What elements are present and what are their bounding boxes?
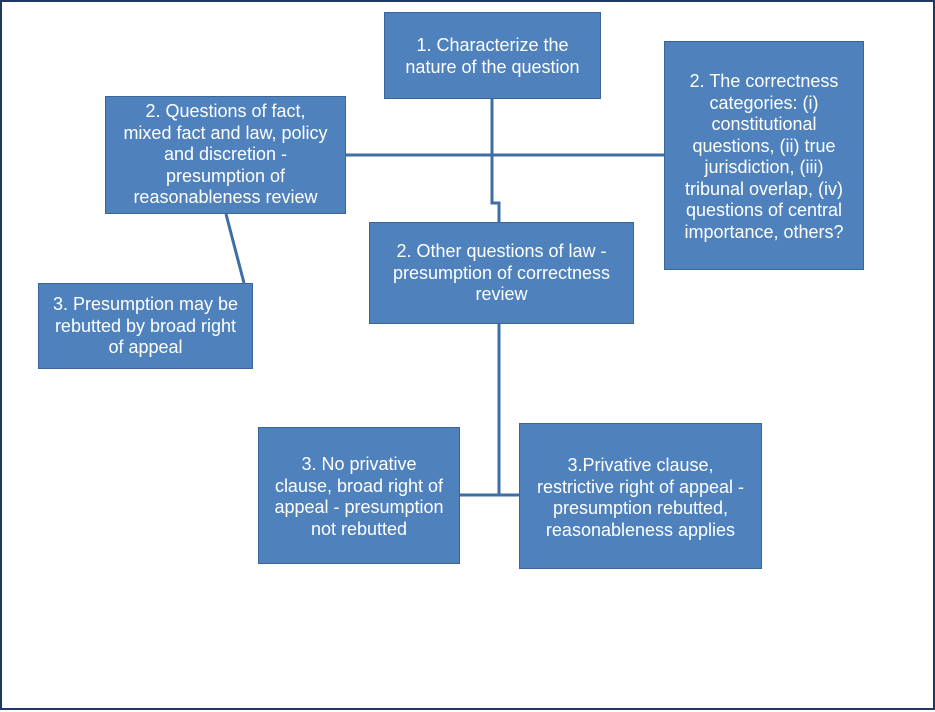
node-other-questions-of-law: 2. Other questions of law - presumption … [369,222,634,324]
node-correctness-categories: 2. The correctness categories: (i) const… [664,41,864,270]
connector-fact-to-rebutted [224,213,246,284]
node-no-privative-clause: 3. No privative clause, broad right of a… [258,427,460,564]
node-privative-clause-label: 3.Privative clause, restrictive right of… [536,455,745,540]
node-no-privative-clause-label: 3. No privative clause, broad right of a… [274,454,444,539]
node-questions-of-fact: 2. Questions of fact, mixed fact and law… [105,96,346,214]
node-characterize-question: 1. Characterize the nature of the questi… [384,12,601,99]
node-other-questions-of-law-label: 2. Other questions of law - presumption … [392,241,611,304]
node-presumption-may-be-rebutted: 3. Presumption may be rebutted by broad … [38,283,253,369]
node-questions-of-fact-label: 2. Questions of fact, mixed fact and law… [123,101,328,207]
node-presumption-may-be-rebutted-label: 3. Presumption may be rebutted by broad … [52,294,239,357]
node-characterize-question-label: 1. Characterize the nature of the questi… [405,35,580,77]
connector-characterize-to-other-law [490,99,501,222]
node-correctness-categories-label: 2. The correctness categories: (i) const… [684,71,844,242]
node-privative-clause: 3.Privative clause, restrictive right of… [519,423,762,569]
